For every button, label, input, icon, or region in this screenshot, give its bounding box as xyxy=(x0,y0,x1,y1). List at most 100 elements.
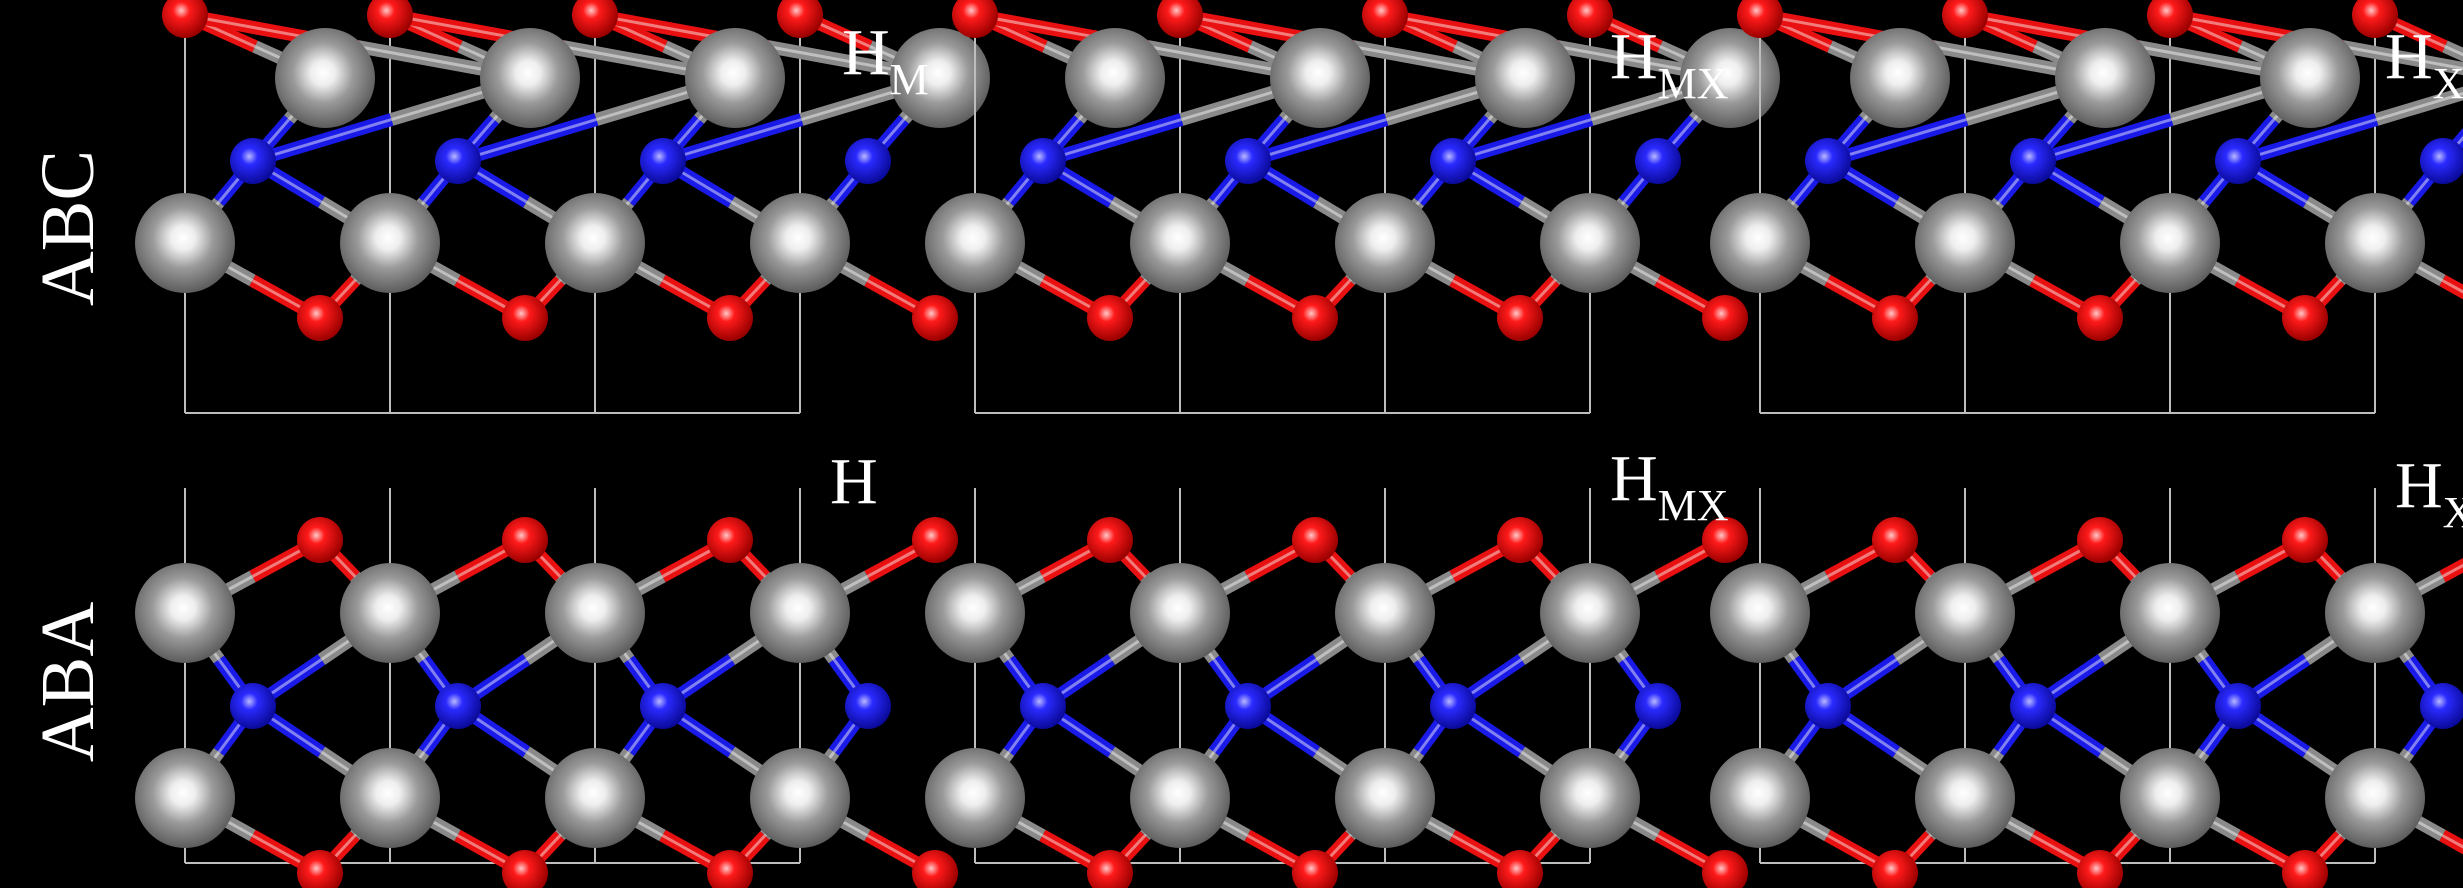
oxygen-atom xyxy=(1702,295,1748,341)
metal-atom xyxy=(1915,193,2015,293)
metal-atom xyxy=(1335,563,1435,663)
bond-highlight xyxy=(2441,563,2463,578)
oxygen-atom xyxy=(707,850,753,888)
metal-atom xyxy=(925,193,1025,293)
bond-highlight xyxy=(2342,45,2463,71)
bond-highlight xyxy=(2032,118,2172,163)
metal-atom xyxy=(1540,563,1640,663)
nonmetal-atom xyxy=(640,138,686,184)
metal-atom xyxy=(2120,193,2220,293)
oxygen-atom xyxy=(1872,517,1918,563)
panel-label-main: H xyxy=(1610,442,1658,515)
bond-half xyxy=(2439,558,2463,583)
bond-half xyxy=(2439,274,2463,300)
panel-label-main: H xyxy=(830,445,878,518)
metal-atom xyxy=(135,748,235,848)
oxygen-atom xyxy=(2282,517,2328,563)
oxygen-atom xyxy=(367,0,413,38)
oxygen-atom xyxy=(1497,517,1543,563)
panel-label-sub: X xyxy=(2433,59,2463,108)
oxygen-atom xyxy=(1292,850,1338,888)
nonmetal-atom xyxy=(435,683,481,729)
oxygen-atom xyxy=(1087,517,1133,563)
bond-half xyxy=(1451,113,1594,168)
nonmetal-atom xyxy=(1635,138,1681,184)
metal-atom xyxy=(545,193,645,293)
nonmetal-atom xyxy=(640,683,686,729)
bond-highlight xyxy=(2441,834,2463,849)
metal-atom xyxy=(135,193,235,293)
bond-half xyxy=(1246,113,1389,168)
panel-label-main: H xyxy=(1610,20,1658,93)
metal-atom xyxy=(1335,748,1435,848)
metal-atom xyxy=(925,563,1025,663)
metal-atom xyxy=(1130,563,1230,663)
oxygen-atom xyxy=(1087,295,1133,341)
nonmetal-atom xyxy=(1805,683,1851,729)
metal-atom xyxy=(2120,748,2220,848)
metal-atom xyxy=(340,748,440,848)
bond-half xyxy=(251,113,394,168)
panel-label-sub: X xyxy=(2443,488,2463,537)
oxygen-atom xyxy=(1497,295,1543,341)
row-label-aba: ABA xyxy=(26,602,110,763)
bond-half xyxy=(661,113,804,168)
nonmetal-atom xyxy=(2215,683,2261,729)
oxygen-atom xyxy=(1497,850,1543,888)
oxygen-atom xyxy=(912,295,958,341)
metal-atom xyxy=(750,563,850,663)
nonmetal-atom xyxy=(1430,683,1476,729)
panel-abc-hmx xyxy=(925,0,1780,414)
oxygen-atom xyxy=(1737,0,1783,38)
panel-label-sub: MX xyxy=(1658,59,1729,108)
nonmetal-atom xyxy=(2010,138,2056,184)
nonmetal-atom xyxy=(1225,138,1271,184)
oxygen-atom xyxy=(1872,850,1918,888)
panel-label-aba-hmx: HMX xyxy=(1610,442,1729,530)
metal-atom xyxy=(2055,28,2155,128)
oxygen-atom xyxy=(777,0,823,38)
bond-highlight xyxy=(2376,92,2463,121)
panel-label-abc-hmx: HMX xyxy=(1610,20,1729,108)
metal-atom xyxy=(1540,193,1640,293)
metal-atom xyxy=(2325,193,2425,293)
panel-aba-hx xyxy=(1710,488,2463,888)
metal-atom xyxy=(1540,748,1640,848)
panel-label-aba-hx: HX xyxy=(2395,449,2463,537)
oxygen-atom xyxy=(2282,295,2328,341)
nonmetal-atom xyxy=(1020,683,1066,729)
metal-atom xyxy=(750,748,850,848)
bond-highlight xyxy=(1452,118,1592,163)
oxygen-atom xyxy=(952,0,998,38)
panel-label-sub: MX xyxy=(1658,481,1729,530)
bond-highlight xyxy=(2441,279,2463,294)
metal-atom xyxy=(1710,193,1810,293)
bond-highlight xyxy=(2237,118,2377,163)
oxygen-atom xyxy=(1702,517,1748,563)
bond-half xyxy=(2341,40,2463,76)
bond-highlight xyxy=(1827,118,1967,163)
oxygen-atom xyxy=(1157,0,1203,38)
nonmetal-atom xyxy=(2420,683,2463,729)
oxygen-atom xyxy=(1702,850,1748,888)
metal-atom xyxy=(2325,748,2425,848)
metal-atom xyxy=(925,748,1025,848)
bond-half xyxy=(2031,113,2174,168)
metal-atom xyxy=(1130,748,1230,848)
bond-highlight xyxy=(1042,118,1182,163)
metal-atom xyxy=(750,193,850,293)
metal-atom xyxy=(480,28,580,128)
oxygen-atom xyxy=(912,850,958,888)
metal-atom xyxy=(2120,563,2220,663)
metal-atom xyxy=(1475,28,1575,128)
bond-half xyxy=(1826,113,1969,168)
nonmetal-atom xyxy=(2420,138,2463,184)
metal-atom xyxy=(890,28,990,128)
panel-abc-hx xyxy=(1710,0,2463,414)
metal-atom xyxy=(2325,563,2425,663)
panel-label-main: H xyxy=(842,16,890,89)
nonmetal-atom xyxy=(435,138,481,184)
nonmetal-atom xyxy=(845,138,891,184)
metal-atom xyxy=(1710,563,1810,663)
